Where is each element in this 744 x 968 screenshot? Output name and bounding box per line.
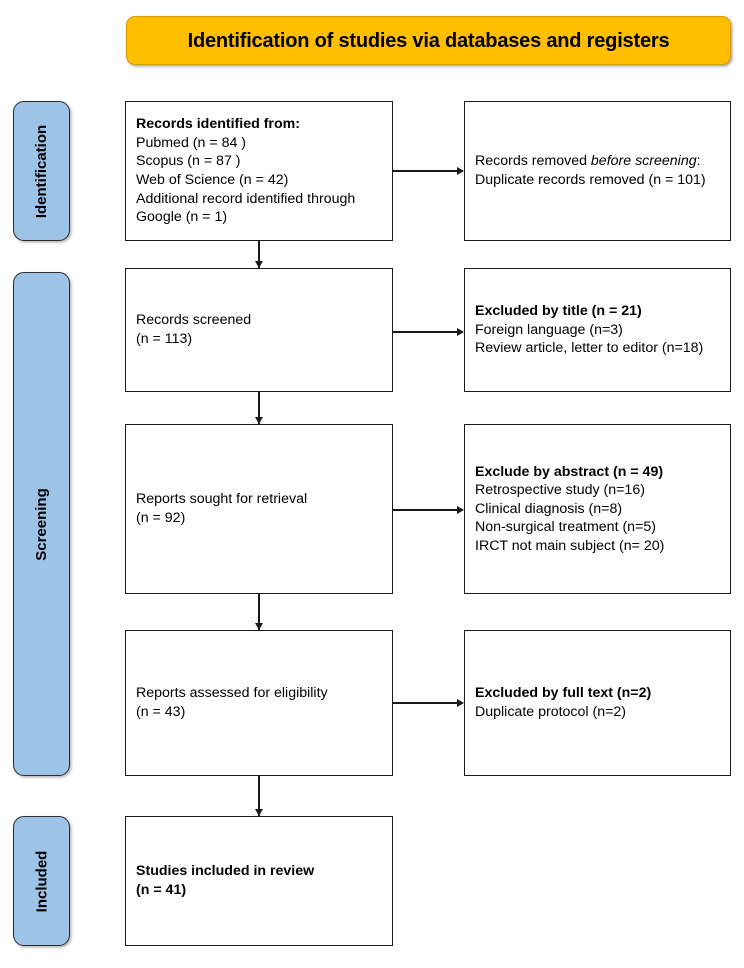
box-line-clinical-diagnosis: Clinical diagnosis (n=8)	[475, 500, 623, 517]
connector-identified-to-removed	[393, 170, 457, 172]
box-line-studies-included: Studies included in review	[136, 863, 315, 880]
arrowhead-down-icon	[254, 623, 263, 630]
box-line-retrospective-study: Retrospective study (n=16)	[475, 482, 645, 499]
box-line-reports-assessed: Reports assessed for eligibility	[136, 685, 328, 702]
box-line-scopus: Scopus (n = 87 )	[136, 153, 241, 170]
box-line-records-screened: Records screened	[136, 312, 252, 329]
box-text-block: Exclude by abstract (n = 49) Retrospecti…	[475, 463, 720, 556]
box-records-identified: Records identified from: Pubmed (n = 84 …	[125, 101, 393, 241]
box-excluded-by-title: Excluded by title (n = 21) Foreign langu…	[464, 268, 731, 392]
box-heading: Exclude by abstract (n = 49)	[475, 463, 664, 480]
connector-assessed-to-included	[258, 776, 260, 816]
box-text-block: Reports assessed for eligibility (n = 43…	[136, 684, 382, 721]
box-line-pubmed: Pubmed (n = 84 )	[136, 134, 247, 151]
box-line-removed-before-screening: Records removed before screening:	[475, 152, 720, 171]
stage-bar-identification: Identification	[13, 101, 70, 241]
box-line-additional-record: Additional record identified through	[136, 190, 356, 207]
removed-suffix: :	[696, 153, 701, 170]
box-line-reports-sought: Reports sought for retrieval	[136, 491, 308, 508]
arrowhead-down-icon	[254, 809, 263, 816]
box-heading: Excluded by full text (n=2)	[475, 685, 652, 702]
box-line-duplicate-protocol: Duplicate protocol (n=2)	[475, 704, 627, 720]
connector-identified-to-screened	[258, 241, 260, 268]
box-text-block: Excluded by title (n = 21) Foreign langu…	[475, 302, 720, 358]
box-line-web-of-science: Web of Science (n = 42)	[136, 172, 289, 188]
box-excluded-by-abstract: Exclude by abstract (n = 49) Retrospecti…	[464, 424, 731, 594]
removed-prefix: Records removed	[475, 153, 591, 170]
arrowhead-right-icon	[457, 505, 464, 514]
box-text-block: Reports sought for retrieval (n = 92)	[136, 490, 382, 527]
box-records-removed: Records removed before screening: Duplic…	[464, 101, 731, 241]
box-line-records-screened-count: (n = 113)	[136, 331, 193, 347]
stage-bar-included: Included	[13, 816, 70, 946]
box-heading: Records identified from:	[136, 116, 300, 133]
box-line-studies-included-count: (n = 41)	[136, 882, 187, 898]
box-line-irct-not-main-subject: IRCT not main subject (n= 20)	[475, 537, 665, 554]
connector-sought-to-excluded-abstract	[393, 509, 457, 511]
connector-sought-to-assessed	[258, 594, 260, 630]
box-line-reports-assessed-count: (n = 43)	[136, 704, 186, 720]
connector-assessed-to-excluded-fulltext	[393, 702, 457, 704]
arrowhead-down-icon	[254, 261, 263, 268]
box-studies-included: Studies included in review (n = 41)	[125, 816, 393, 946]
stage-label-included: Included	[33, 850, 51, 912]
arrowhead-right-icon	[457, 166, 464, 175]
box-reports-sought: Reports sought for retrieval (n = 92)	[125, 424, 393, 594]
box-line-reports-sought-count: (n = 92)	[136, 510, 186, 526]
box-text-block: Studies included in review (n = 41)	[136, 862, 382, 899]
page-title: Identification of studies via databases …	[187, 29, 670, 52]
stage-label-identification: Identification	[33, 124, 50, 218]
box-text-block: Records removed before screening: Duplic…	[475, 152, 720, 189]
box-text-block: Excluded by full text (n=2) Duplicate pr…	[475, 684, 720, 721]
diagram-title-banner: Identification of studies via databases …	[126, 16, 731, 65]
box-reports-assessed: Reports assessed for eligibility (n = 43…	[125, 630, 393, 776]
box-line-google: Google (n = 1)	[136, 209, 228, 226]
stage-bar-screening: Screening	[13, 272, 70, 776]
removed-italic: before screening	[590, 153, 697, 170]
box-line-foreign-language: Foreign language (n=3)	[475, 321, 623, 338]
connector-screened-to-excluded-title	[393, 331, 457, 333]
arrowhead-right-icon	[457, 327, 464, 336]
box-heading: Excluded by title (n = 21)	[475, 303, 642, 320]
box-excluded-by-full-text: Excluded by full text (n=2) Duplicate pr…	[464, 630, 731, 776]
stage-label-screening: Screening	[33, 487, 50, 561]
box-text-block: Records screened (n = 113)	[136, 311, 382, 348]
box-line-non-surgical-treatment: Non-surgical treatment (n=5)	[475, 519, 656, 536]
arrowhead-down-icon	[254, 417, 263, 424]
arrowhead-right-icon	[457, 698, 464, 707]
connector-screened-to-sought	[258, 392, 260, 424]
box-text-block: Records identified from: Pubmed (n = 84 …	[136, 115, 382, 227]
box-line-review-article: Review article, letter to editor (n=18)	[475, 340, 704, 357]
box-records-screened: Records screened (n = 113)	[125, 268, 393, 392]
box-line-duplicates-removed: Duplicate records removed (n = 101)	[475, 172, 706, 188]
